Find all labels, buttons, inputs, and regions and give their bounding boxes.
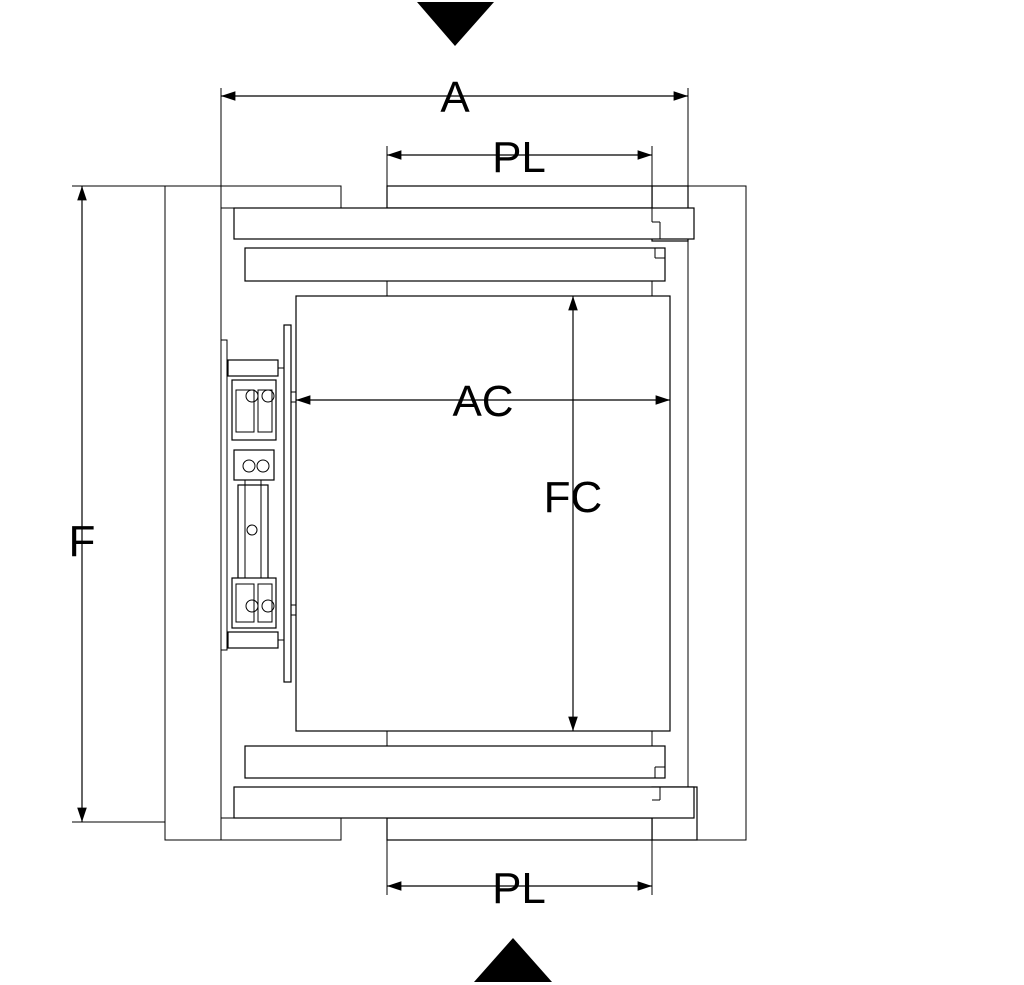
label-f: F: [69, 517, 96, 566]
top-right-wall: [687, 185, 747, 841]
dimension-pl-top: PL: [386, 133, 653, 186]
dimension-pl-bottom: PL: [386, 840, 653, 913]
label-pl-top: PL: [492, 133, 546, 182]
label-fc: FC: [544, 473, 603, 522]
car-door-bottom: [244, 745, 666, 779]
dimension-f: F: [69, 185, 165, 823]
label-a: A: [440, 73, 470, 122]
top-door-panels: [233, 207, 695, 296]
car-door-top: [244, 247, 666, 282]
dimension-fc: FC: [544, 296, 603, 731]
label-pl-bottom: PL: [492, 864, 546, 913]
car-sling-assembly: [220, 324, 297, 683]
bottom-left-wall: [220, 817, 342, 841]
dimension-ac: AC: [296, 377, 670, 426]
label-ac: AC: [452, 377, 513, 426]
triangle-down-icon: [417, 2, 494, 46]
left-wall: [164, 185, 222, 841]
dimension-a: A: [220, 73, 689, 186]
bottom-door-panels: [233, 731, 695, 819]
elevator-car: [295, 295, 671, 732]
landing-door-top: [233, 207, 695, 240]
top-door-opening: [386, 185, 653, 209]
landing-door-bottom: [233, 786, 695, 819]
top-left-wall: [220, 185, 342, 209]
triangle-up-icon: [474, 938, 552, 982]
bottom-door-opening: [386, 817, 653, 841]
